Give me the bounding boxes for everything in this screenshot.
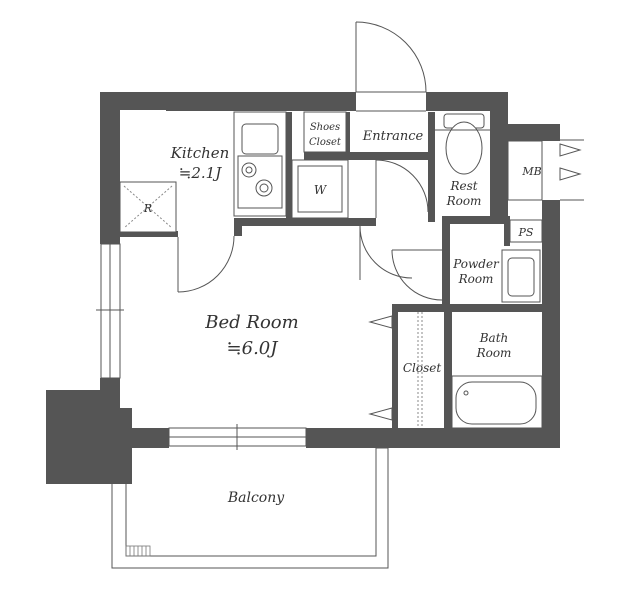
washer-label: W: [314, 183, 328, 197]
closet-fixture: [417, 312, 423, 428]
refrigerator-label: R: [143, 202, 152, 215]
exterior-walls: [46, 92, 560, 484]
washer-fixture: [291, 159, 349, 219]
mb-label: MB: [521, 165, 541, 178]
bed-room-label: Bed Room: [204, 312, 298, 333]
rest-room-label-1: Rest: [449, 179, 477, 193]
powder-room-label-2: Room: [458, 272, 494, 286]
windows: [96, 243, 307, 450]
kitchen-size-label: ≒2.1J: [179, 164, 222, 182]
interior-walls: [120, 112, 542, 430]
shoes-closet-label-2: Closet: [309, 137, 342, 148]
balcony-outline: [111, 447, 389, 569]
shoes-closet-label-1: Shoes: [310, 122, 340, 133]
ps-box: [509, 219, 543, 243]
shoes-closet-fixture: [303, 111, 347, 153]
kitchen-fixtures: [119, 111, 287, 233]
powder-fixture: [501, 249, 541, 303]
bath-room-label-1: Bath: [479, 331, 509, 345]
room-labels: Kitchen ≒2.1J R Shoes Closet Entrance W …: [143, 122, 542, 506]
door-swings: [177, 139, 584, 421]
balcony-label: Balcony: [227, 490, 285, 506]
mb-box: [507, 140, 543, 201]
kitchen-label: Kitchen: [170, 144, 230, 162]
rest-room-label-2: Room: [446, 194, 482, 208]
entrance-door: [355, 21, 427, 112]
closet-label: Closet: [403, 361, 442, 375]
entrance-label: Entrance: [362, 129, 424, 144]
powder-room-label-1: Powder: [452, 257, 500, 271]
bed-room-size-label: ≒6.0J: [227, 338, 280, 359]
bath-room-label-2: Room: [476, 346, 512, 360]
bath-fixture: [451, 375, 543, 429]
toilet-fixture: [435, 113, 490, 175]
ps-label: PS: [518, 226, 534, 239]
